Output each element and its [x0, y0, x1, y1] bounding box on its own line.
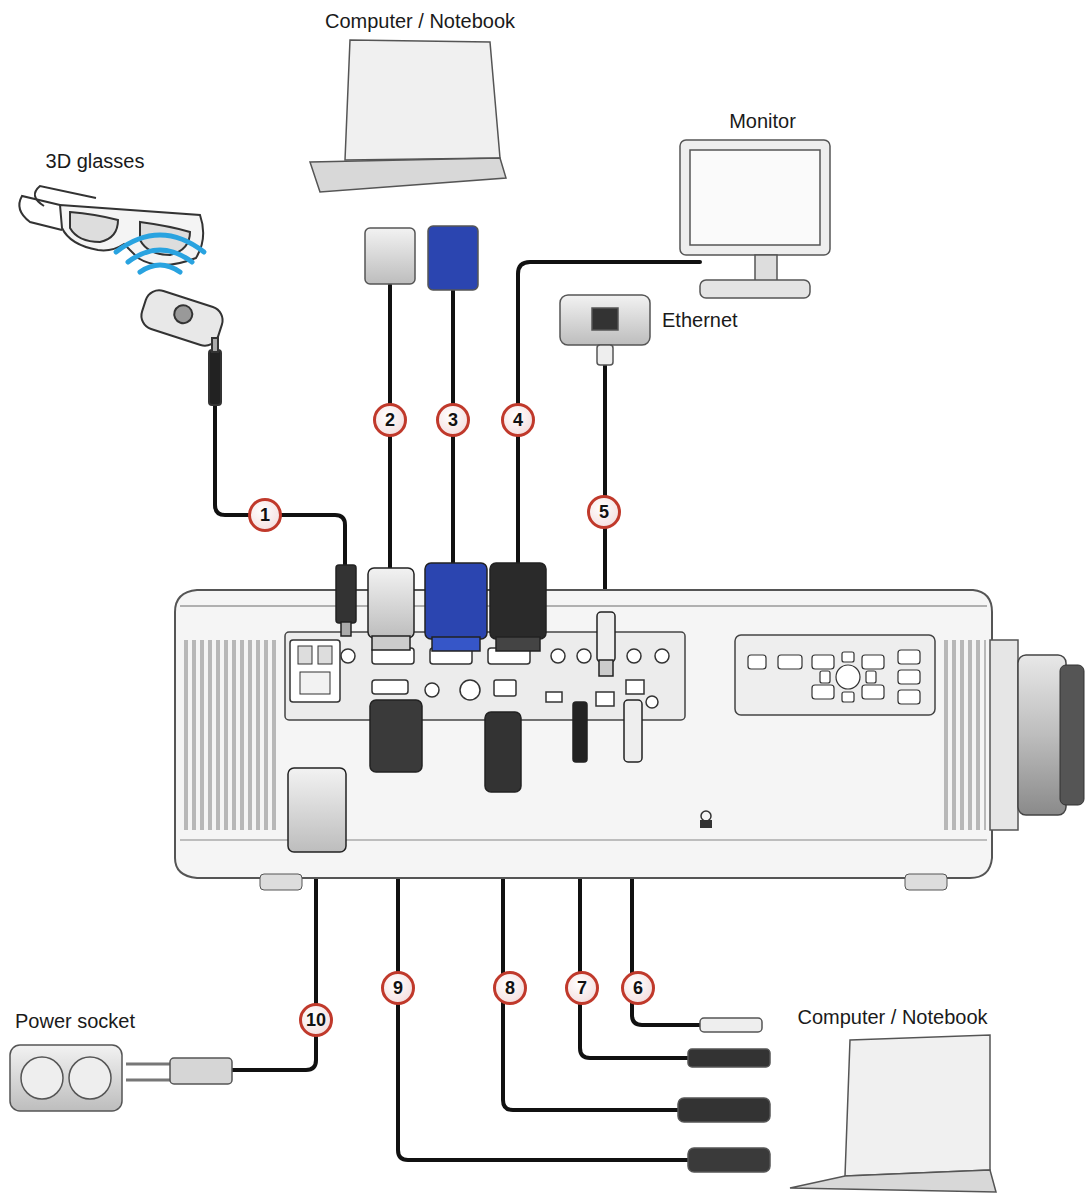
callout-number: 5: [587, 495, 621, 529]
laptop-illustration: [678, 1018, 996, 1192]
callout-number: 7: [565, 971, 599, 1005]
callout-number: 2: [373, 403, 407, 437]
device-label: Monitor: [680, 109, 845, 133]
ethernet-jack: [560, 295, 650, 365]
device-label: Computer / Notebook: [780, 1005, 1005, 1029]
callout-number: 9: [381, 971, 415, 1005]
device-node: Power socket: [5, 1005, 237, 1115]
projector-body: [175, 590, 1084, 890]
callout-number: 4: [501, 403, 535, 437]
device-label: 3D glasses: [0, 149, 190, 173]
device-node: Monitor: [680, 105, 840, 300]
monitor-illustration: [680, 140, 830, 298]
device-node: Ethernet: [555, 290, 755, 350]
device-label: Ethernet: [662, 308, 752, 332]
cable-connectors: [288, 563, 642, 852]
device-node: Computer / Notebook: [300, 5, 540, 200]
wireless-waves: [116, 235, 204, 272]
device-label: Computer / Notebook: [300, 9, 540, 33]
power-socket-illustration: [10, 1045, 232, 1111]
laptop-illustration: [310, 40, 506, 290]
device-node: Computer / Notebook: [780, 1003, 1000, 1195]
device-node: 3D glasses: [0, 145, 230, 415]
glasses-illustration: [19, 186, 226, 405]
callout-number: 3: [436, 403, 470, 437]
callout-number: 8: [493, 971, 527, 1005]
callout-number: 1: [248, 498, 282, 532]
cables: [215, 262, 705, 1160]
device-label: Power socket: [15, 1009, 165, 1033]
callout-number: 10: [299, 1003, 333, 1037]
callout-number: 6: [621, 971, 655, 1005]
